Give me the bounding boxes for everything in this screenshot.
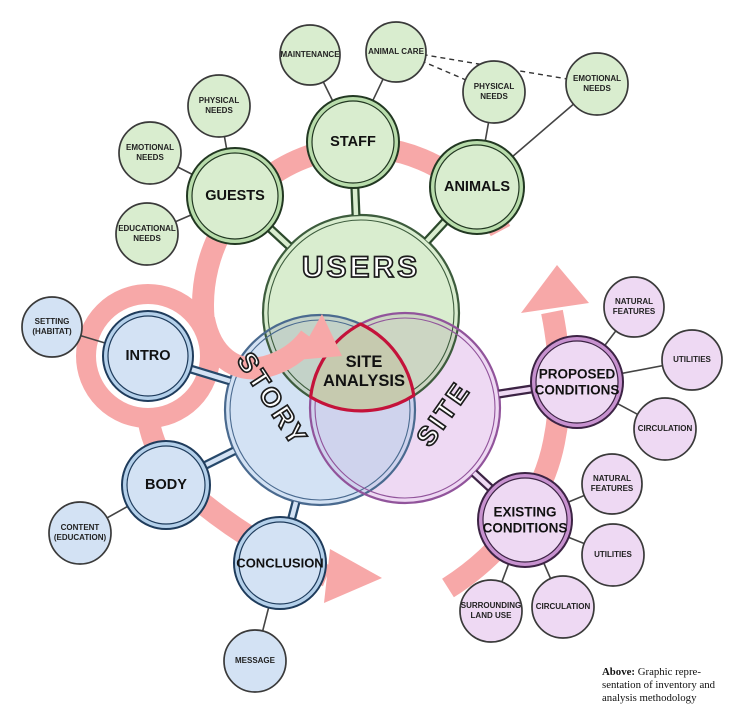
maintenance-label: MAINTENANCE <box>280 50 340 59</box>
users-label: USERS <box>301 250 421 285</box>
physical-needs-animals-label: PHYSICAL NEEDS <box>473 82 515 101</box>
surrounding-land-use-label: SURROUNDING LAND USE <box>460 601 522 620</box>
caption-bold-prefix: Above: <box>602 666 635 678</box>
content-education-label: CONTENT (EDUCATION) <box>53 523 107 542</box>
surrounding-land-use-node <box>459 579 523 643</box>
circulation-existing-node <box>531 575 595 639</box>
hub-circles <box>102 95 624 610</box>
site-analysis-label: SITE ANALYSIS <box>323 353 405 390</box>
physical-needs-guests-node <box>187 74 251 138</box>
caption-line-1-rest: Graphic repre- <box>635 666 701 678</box>
message-label: MESSAGE <box>234 656 275 665</box>
guests-label: GUESTS <box>205 188 265 204</box>
site-circle-inner-ring <box>314 317 496 499</box>
natural-features-existing-label: NATURAL FEATURES <box>590 474 634 493</box>
figure-caption: Above: Graphic repre- sentation of inven… <box>602 666 724 705</box>
utilities-existing-label: UTILITIES <box>594 550 632 559</box>
venn-diagram <box>223 213 502 507</box>
satellite-circles <box>21 21 723 693</box>
center-flow-arrow <box>193 314 342 380</box>
proposed-conditions-label: PROPOSED CONDITIONS <box>534 366 620 397</box>
center-flow-arrowhead <box>296 314 342 360</box>
utilities-proposed-label: UTILITIES <box>673 355 711 364</box>
physical-needs-guests-label: PHYSICAL NEEDS <box>198 96 240 115</box>
flow-arrowheads-back <box>324 265 589 603</box>
body-label: BODY <box>145 477 187 493</box>
emotional-needs-animals-node <box>565 52 629 116</box>
site-flow-arrowhead <box>521 265 589 313</box>
content-education-node <box>48 501 112 565</box>
intro-label: INTRO <box>125 348 171 364</box>
existing-conditions-label: EXISTING CONDITIONS <box>482 504 568 535</box>
circulation-proposed-label: CIRCULATION <box>637 424 693 433</box>
circulation-proposed-node <box>633 397 697 461</box>
emotional-needs-guests-node <box>118 121 182 185</box>
animal-care-label: ANIMAL CARE <box>368 47 424 56</box>
maintenance-node <box>279 24 341 86</box>
animals-label: ANIMALS <box>443 179 511 195</box>
site-circle-ring <box>308 311 502 505</box>
natural-features-existing-node <box>581 453 643 515</box>
message-node <box>223 629 287 693</box>
story-flow-arrowhead <box>324 549 382 603</box>
caption-line-1: Above: Graphic repre- <box>602 666 724 679</box>
emotional-needs-animals-label: EMOTIONAL NEEDS <box>573 74 621 93</box>
emotional-needs-guests-label: EMOTIONAL NEEDS <box>126 143 174 162</box>
setting-habitat-node <box>21 296 83 358</box>
natural-features-proposed-node <box>603 276 665 338</box>
circulation-existing-label: CIRCULATION <box>535 602 591 611</box>
utilities-existing-node <box>581 523 645 587</box>
educational-needs-label: EDUCATIONAL NEEDS <box>118 224 176 243</box>
story-circle-ring <box>223 313 417 507</box>
staff-label: STAFF <box>330 134 376 150</box>
physical-needs-animals-node <box>462 60 526 124</box>
conclusion-label: CONCLUSION <box>236 555 324 571</box>
educational-needs-node <box>115 202 179 266</box>
setting-habitat-label: SETTING (HABITAT) <box>32 317 72 336</box>
caption-line-2: sentation of inventory and <box>602 679 716 691</box>
animal-care-node <box>365 21 427 83</box>
caption-line-3: analysis methodology <box>602 692 697 704</box>
utilities-proposed-node <box>661 329 723 391</box>
natural-features-proposed-label: NATURAL FEATURES <box>612 297 656 316</box>
center-flow-shaft <box>193 316 319 380</box>
